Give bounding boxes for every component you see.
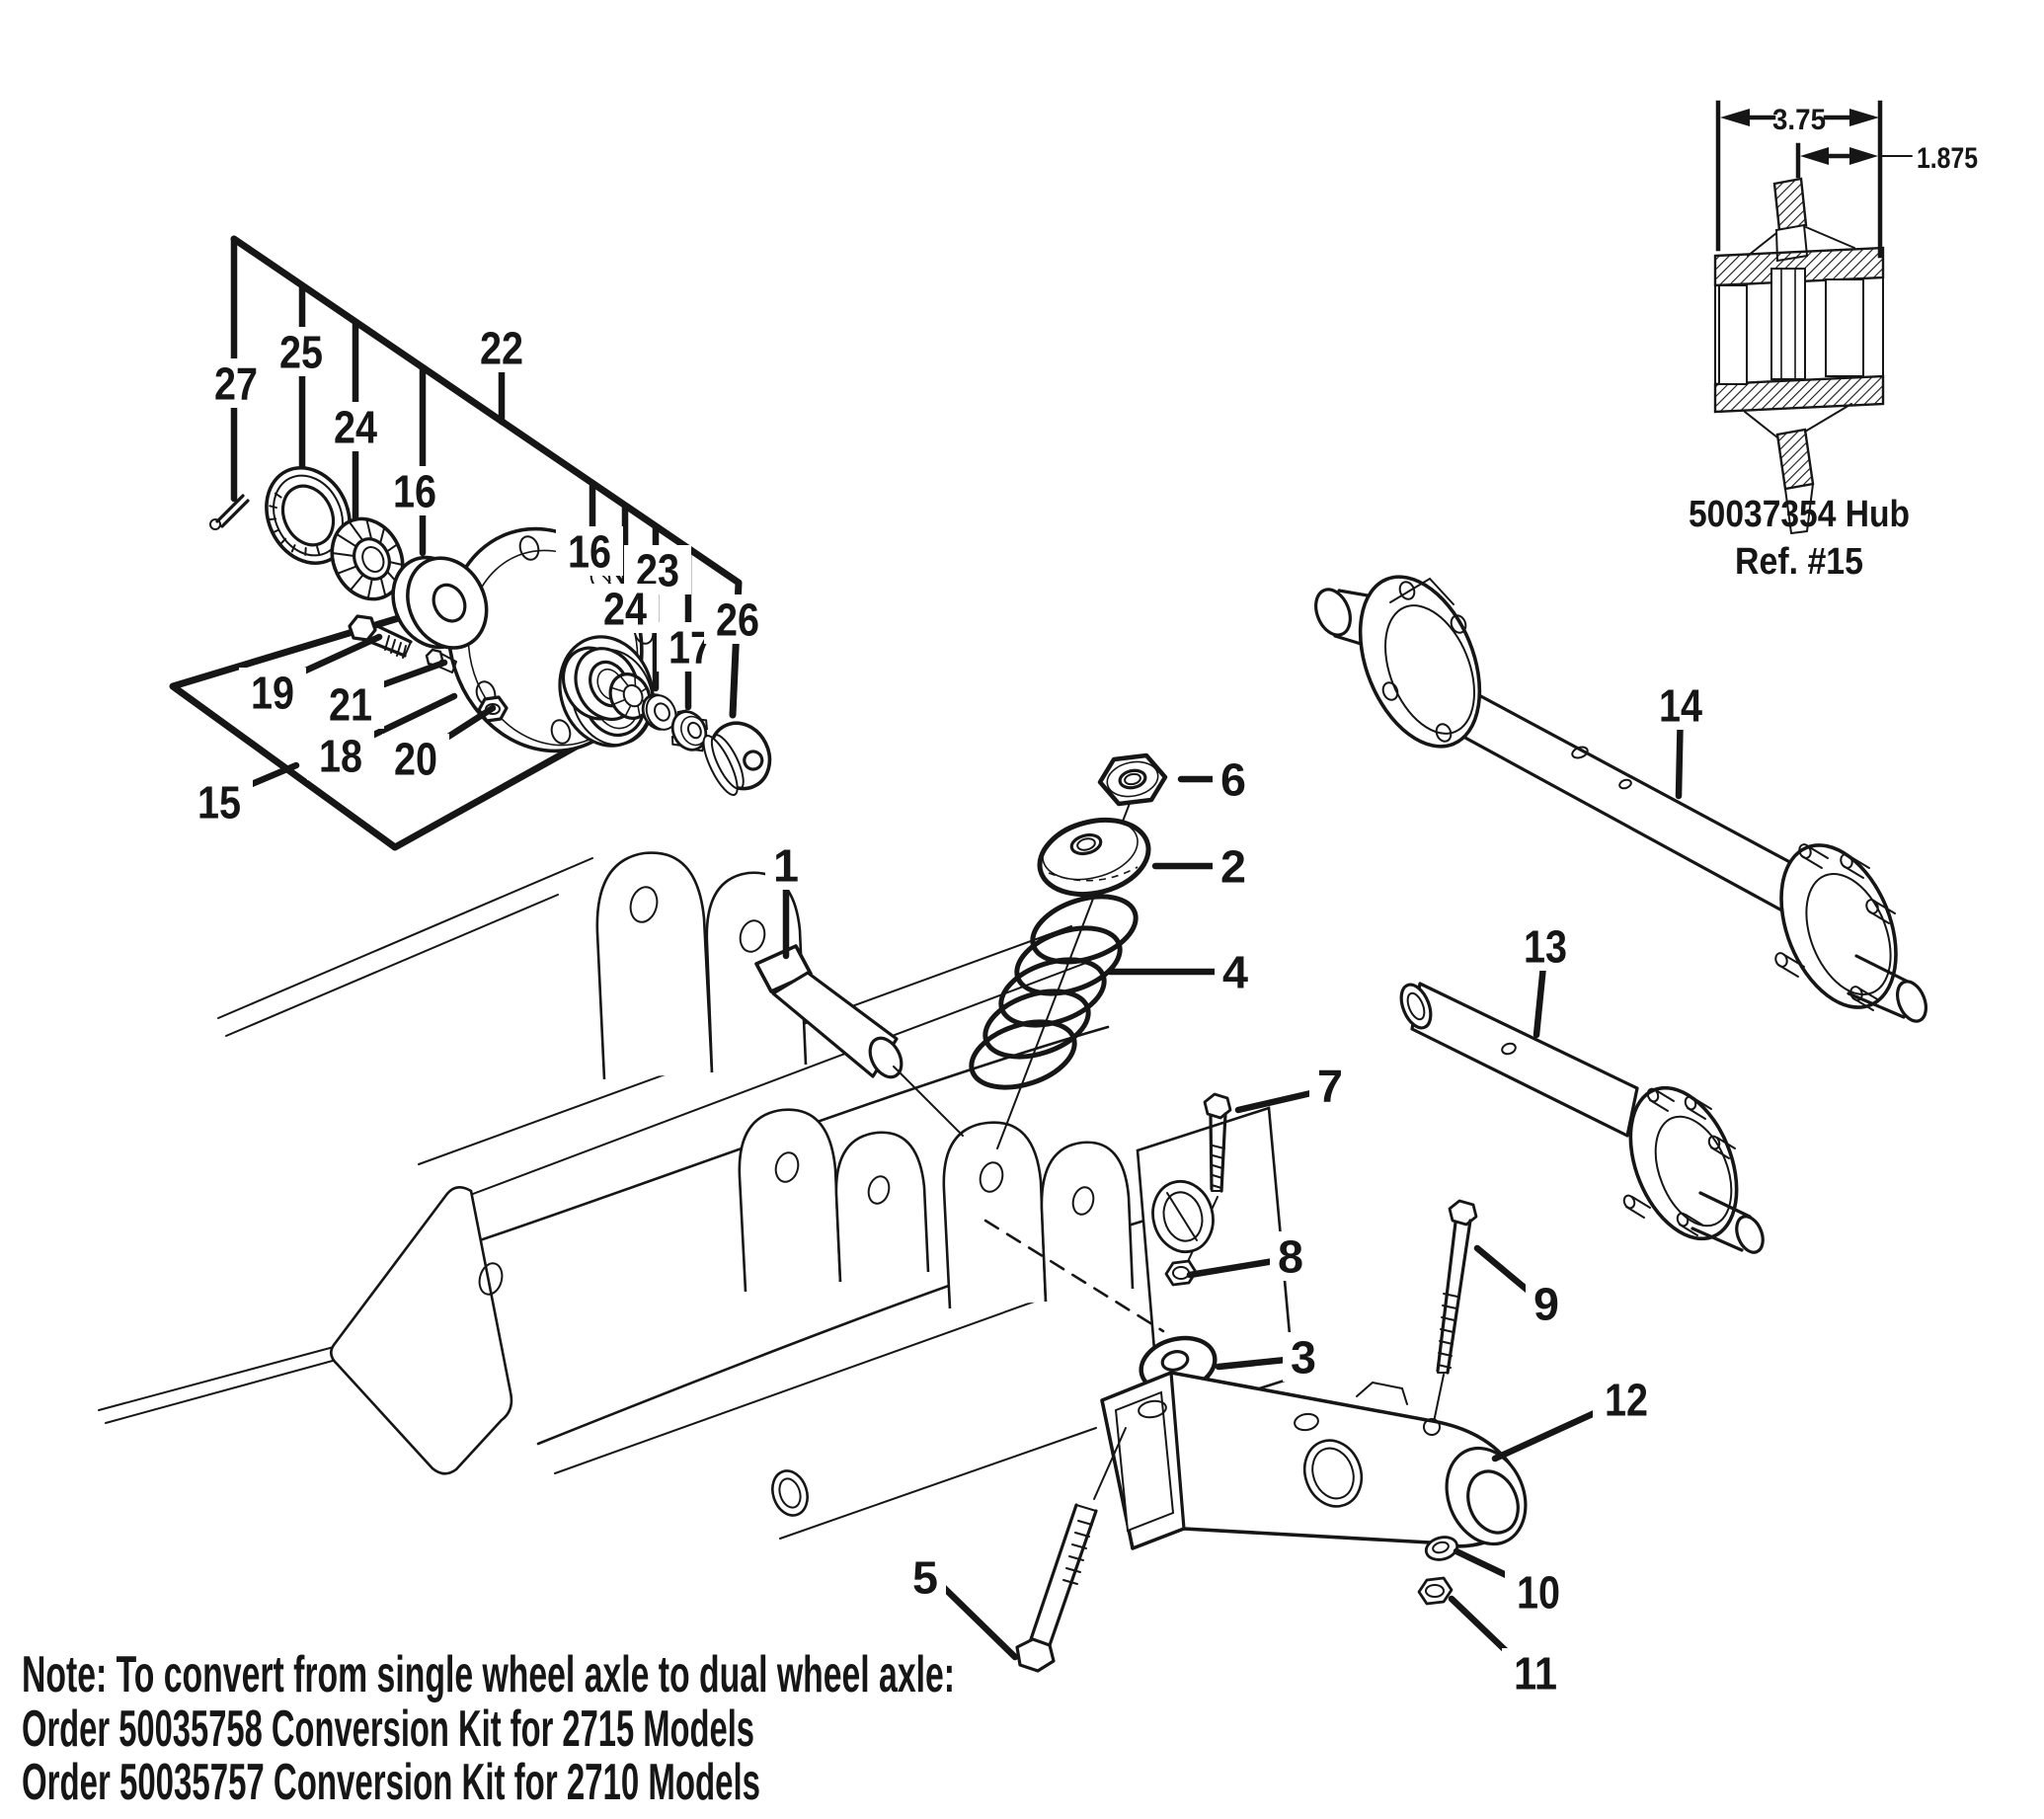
washer-10 [1424,1536,1459,1561]
svg-text:9: 9 [1533,1279,1559,1330]
bearing-24a [330,516,405,601]
callout-24b: 24 [591,584,659,635]
svg-text:5: 5 [912,1552,938,1604]
svg-text:10: 10 [1517,1567,1560,1619]
cotter-pin-27 [209,494,250,530]
spring-4 [969,894,1139,1090]
callout-5: 5 [904,1552,946,1604]
dim-overall-label: 3.75 [1772,104,1826,136]
callout-14: 14 [1647,680,1714,732]
svg-text:24: 24 [603,584,647,635]
svg-text:21: 21 [329,679,372,731]
svg-text:8: 8 [1278,1231,1303,1283]
callout-6: 6 [1213,754,1254,806]
bolt-5 [1015,1427,1127,1673]
washer-23 [641,693,677,731]
callout-10: 10 [1505,1567,1572,1619]
hub-caption-line1: 50037354 Hub [1689,494,1910,535]
spring-pin-group [754,752,1168,1149]
svg-text:26: 26 [716,594,759,646]
cup-washer-2 [1037,818,1151,897]
hub-section-detail: 3.75 1.875 50037354 Hub Ref. #15 [1689,100,1978,583]
callout-13: 13 [1512,921,1579,973]
svg-text:16: 16 [393,466,436,517]
bolt-7 [1184,1092,1232,1269]
callout-19: 19 [239,668,306,719]
svg-text:7: 7 [1317,1061,1343,1112]
svg-text:3: 3 [1291,1332,1316,1384]
note-line-2: Order 50035758 Conversion Kit for 2715 M… [22,1700,754,1758]
svg-text:13: 13 [1524,921,1567,973]
hub-caption-line2: Ref. #15 [1735,541,1863,583]
seal-25 [265,465,352,566]
axle-bracket-12 [1100,1371,1528,1550]
svg-text:1: 1 [773,840,799,892]
clevis-pin-1 [754,944,964,1137]
svg-text:19: 19 [251,668,294,719]
svg-text:6: 6 [1220,754,1246,806]
callout-3: 3 [1283,1332,1324,1384]
callout-9: 9 [1526,1279,1567,1330]
svg-text:2: 2 [1220,841,1246,893]
svg-text:24: 24 [334,402,377,453]
axle-14 [1314,575,1927,1023]
callout-2: 2 [1213,841,1254,893]
dim-inner-label: 1.875 [1917,142,1978,175]
callout-16a: 16 [381,466,448,517]
callout-27: 27 [202,358,270,410]
callout-1: 1 [765,840,807,892]
svg-text:22: 22 [480,323,523,374]
wheel-studs [1622,1087,1736,1236]
wheel-studs [1774,843,1896,1011]
axle-bracket-group [1015,1092,1528,1673]
race-16b [561,646,640,721]
callout-12: 12 [1593,1375,1660,1426]
spacer-16a [391,555,489,650]
callout-7: 7 [1309,1061,1351,1112]
callout-18: 18 [307,731,374,782]
svg-text:27: 27 [214,358,258,410]
callout-4: 4 [1215,947,1256,998]
callout-26: 26 [704,594,771,646]
castle-nut-17 [670,709,709,752]
note-line-3: Order 50035757 Conversion Kit for 2710 M… [22,1754,760,1811]
hex-nut-6 [1097,752,1168,807]
svg-text:25: 25 [279,327,323,378]
svg-text:18: 18 [319,731,362,782]
svg-text:14: 14 [1659,680,1702,732]
callout-21: 21 [317,679,384,731]
conversion-note: Note: To convert from single wheel axle … [22,1646,955,1811]
svg-text:15: 15 [197,777,241,829]
callout-25: 25 [268,327,335,378]
callout-8: 8 [1270,1231,1311,1283]
callout-20: 20 [382,734,449,785]
nut-11 [1417,1576,1454,1606]
hidden-line [983,1219,1165,1333]
pivot-bushing [1151,1179,1215,1254]
svg-text:11: 11 [1514,1648,1557,1700]
callout-22: 22 [468,323,535,374]
svg-text:20: 20 [394,734,437,785]
svg-text:16: 16 [568,526,611,578]
svg-text:4: 4 [1222,947,1248,998]
dust-cap-26 [702,721,772,796]
callout-15: 15 [186,777,253,829]
callout-24a: 24 [322,402,389,453]
callout-11: 11 [1502,1648,1569,1700]
svg-text:12: 12 [1605,1375,1648,1426]
callout-16b: 16 [556,526,623,578]
note-line-1: Note: To convert from single wheel axle … [22,1646,955,1703]
axle-13 [1399,982,1765,1254]
bolt-9 [1433,1199,1478,1423]
